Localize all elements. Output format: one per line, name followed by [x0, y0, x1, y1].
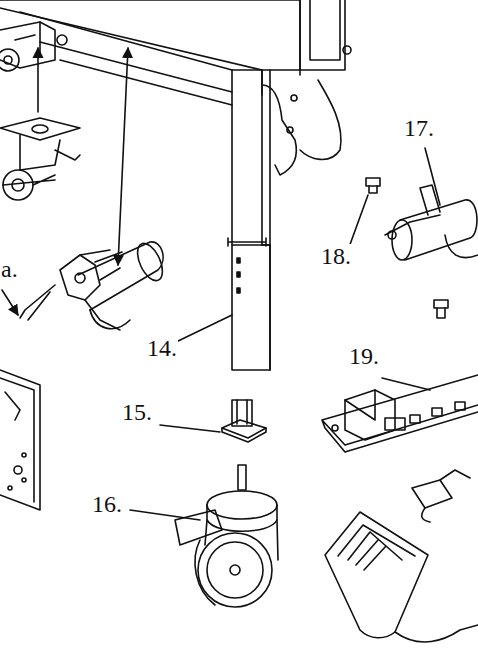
- hand-remote: [325, 470, 478, 642]
- callout-number: 14.: [146, 336, 178, 360]
- arrows: [38, 48, 128, 265]
- bed-frame: [0, 0, 351, 246]
- leader-lines: [130, 148, 440, 520]
- control-box: [322, 375, 478, 452]
- leg-tube: [232, 245, 270, 370]
- bolts-18: [366, 178, 448, 318]
- callout-number: 16.: [91, 492, 123, 516]
- callout-number: 19.: [348, 344, 380, 368]
- left-motor: [2, 240, 168, 330]
- caster: [175, 465, 278, 607]
- actuator-17: [385, 185, 478, 260]
- top-casters: [0, 22, 80, 200]
- callout-number: 18.: [320, 244, 352, 268]
- side-panel: [0, 370, 40, 510]
- callout-number: 15.: [121, 400, 153, 424]
- callout-number: 17.: [403, 116, 435, 140]
- leg-insert: [222, 400, 266, 442]
- callout-number: a.: [0, 257, 19, 281]
